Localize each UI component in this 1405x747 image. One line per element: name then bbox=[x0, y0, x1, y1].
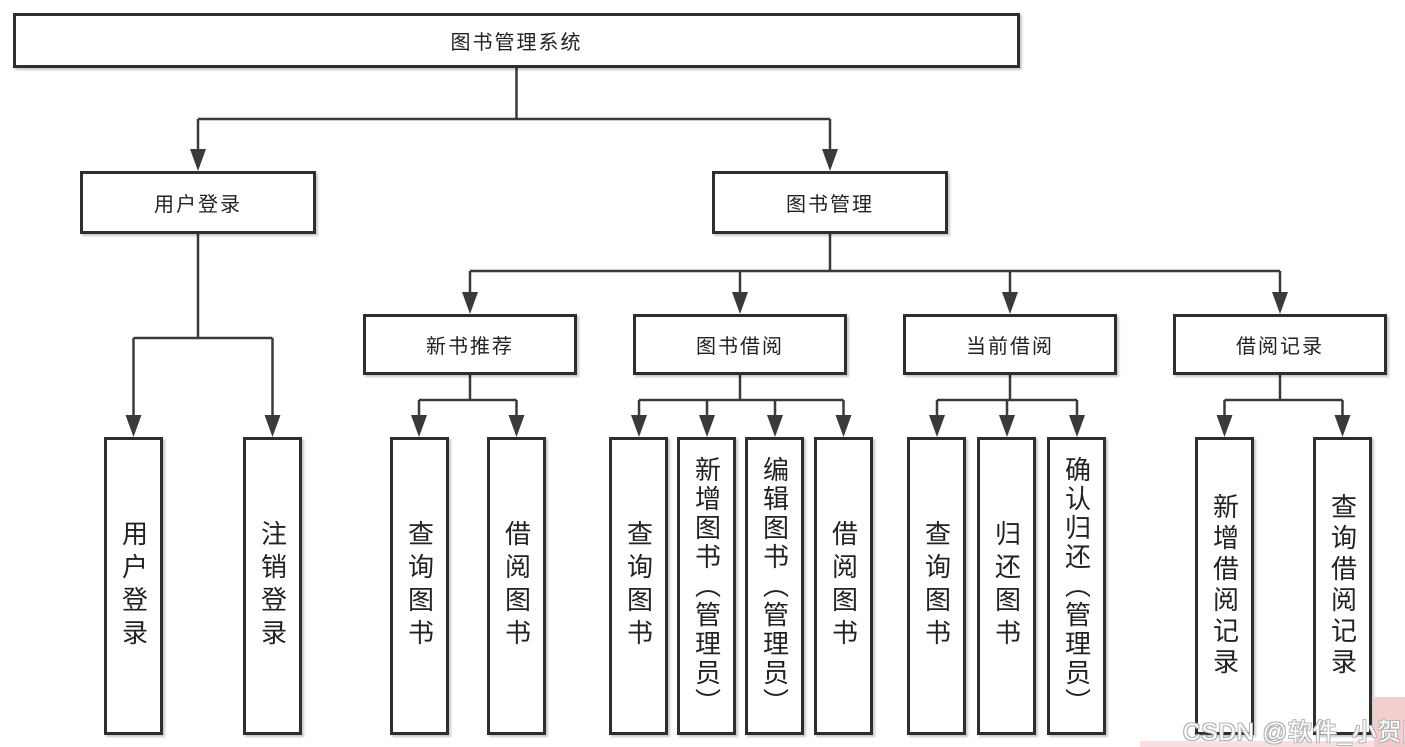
leaf-borrow-books-recommend-label: 借阅图书 bbox=[501, 520, 532, 652]
node-current-borrowing: 当前借阅 bbox=[903, 314, 1117, 375]
leaf-query-borrow-record: 查询借阅记录 bbox=[1313, 437, 1372, 735]
node-library-system: 图书管理系统 bbox=[13, 13, 1020, 68]
leaf-logout-label: 注销登录 bbox=[257, 520, 288, 652]
leaf-query-books-current-label: 查询图书 bbox=[921, 520, 952, 652]
csdn-watermark: CSDN @软件_小贺同学 bbox=[1183, 719, 1405, 746]
watermark-pink-corner bbox=[1374, 697, 1405, 747]
leaf-logout: 注销登录 bbox=[243, 437, 302, 735]
leaf-query-books-recommend: 查询图书 bbox=[390, 437, 449, 735]
leaf-return-books: 归还图书 bbox=[977, 437, 1036, 735]
leaf-edit-book-admin: 编辑图书（管理员） bbox=[745, 437, 804, 735]
leaf-borrow-books-borrowing: 借阅图书 bbox=[814, 437, 873, 735]
leaf-add-borrow-record: 新增借阅记录 bbox=[1195, 437, 1254, 735]
leaf-query-books-borrowing: 查询图书 bbox=[609, 437, 668, 735]
leaf-add-borrow-record-label: 新增借阅记录 bbox=[1209, 493, 1240, 679]
leaf-return-books-label: 归还图书 bbox=[991, 520, 1022, 652]
leaf-user-login-label: 用户登录 bbox=[118, 520, 149, 652]
node-book-borrowing: 图书借阅 bbox=[633, 314, 847, 375]
leaf-add-book-admin: 新增图书（管理员） bbox=[677, 437, 736, 735]
leaf-confirm-return-admin: 确认归还（管理员） bbox=[1047, 437, 1106, 735]
leaf-user-login: 用户登录 bbox=[104, 437, 163, 735]
leaf-query-borrow-record-label: 查询借阅记录 bbox=[1327, 493, 1358, 679]
leaf-add-book-admin-label: 新增图书（管理员） bbox=[691, 455, 722, 717]
leaf-borrow-books-recommend: 借阅图书 bbox=[487, 437, 546, 735]
leaf-query-books-recommend-label: 查询图书 bbox=[404, 520, 435, 652]
node-new-book-recommendation: 新书推荐 bbox=[363, 314, 577, 375]
node-user-login: 用户登录 bbox=[80, 171, 316, 234]
watermark-pink-strip bbox=[1140, 741, 1405, 747]
leaf-query-books-current: 查询图书 bbox=[907, 437, 966, 735]
leaf-confirm-return-admin-label: 确认归还（管理员） bbox=[1061, 455, 1092, 717]
leaf-borrow-books-borrowing-label: 借阅图书 bbox=[828, 520, 859, 652]
node-borrowing-records: 借阅记录 bbox=[1173, 314, 1387, 375]
node-book-management: 图书管理 bbox=[712, 171, 948, 234]
leaf-edit-book-admin-label: 编辑图书（管理员） bbox=[759, 455, 790, 717]
leaf-query-books-borrowing-label: 查询图书 bbox=[623, 520, 654, 652]
